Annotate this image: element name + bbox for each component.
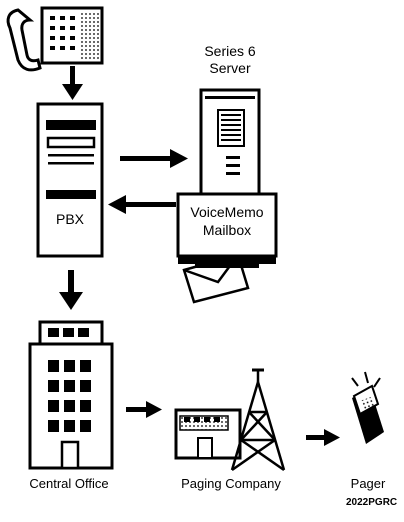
arrow-pbx-to-server bbox=[120, 149, 188, 168]
office-building-icon bbox=[28, 320, 114, 470]
arrow-mailbox-to-pbx bbox=[108, 195, 176, 214]
server-icon bbox=[199, 88, 261, 204]
mailbox-label-line1: VoiceMemo bbox=[190, 204, 264, 220]
central-office-label: Central Office bbox=[29, 476, 109, 491]
figure-id: 2022PGRC bbox=[346, 497, 398, 508]
pager-label: Pager bbox=[350, 476, 386, 491]
pbx-label: PBX bbox=[55, 211, 85, 227]
paging-building-icon bbox=[174, 408, 242, 460]
telephone-icon bbox=[6, 6, 104, 72]
server-title-line1: Series 6 bbox=[204, 43, 256, 59]
pager-icon bbox=[351, 371, 384, 444]
pbx-cabinet-icon bbox=[36, 102, 104, 258]
mailbox-icon bbox=[176, 192, 278, 268]
mailbox-label-line2: Mailbox bbox=[202, 222, 252, 238]
arrow-paging-to-pager bbox=[306, 429, 340, 446]
arrow-phone-to-pbx bbox=[62, 66, 83, 100]
arrow-central-office-to-paging bbox=[126, 401, 162, 418]
radio-tower-icon bbox=[230, 368, 286, 472]
paging-company-label: Paging Company bbox=[181, 476, 281, 491]
arrow-pbx-to-central-office bbox=[59, 270, 83, 310]
server-title-line2: Server bbox=[209, 60, 251, 76]
